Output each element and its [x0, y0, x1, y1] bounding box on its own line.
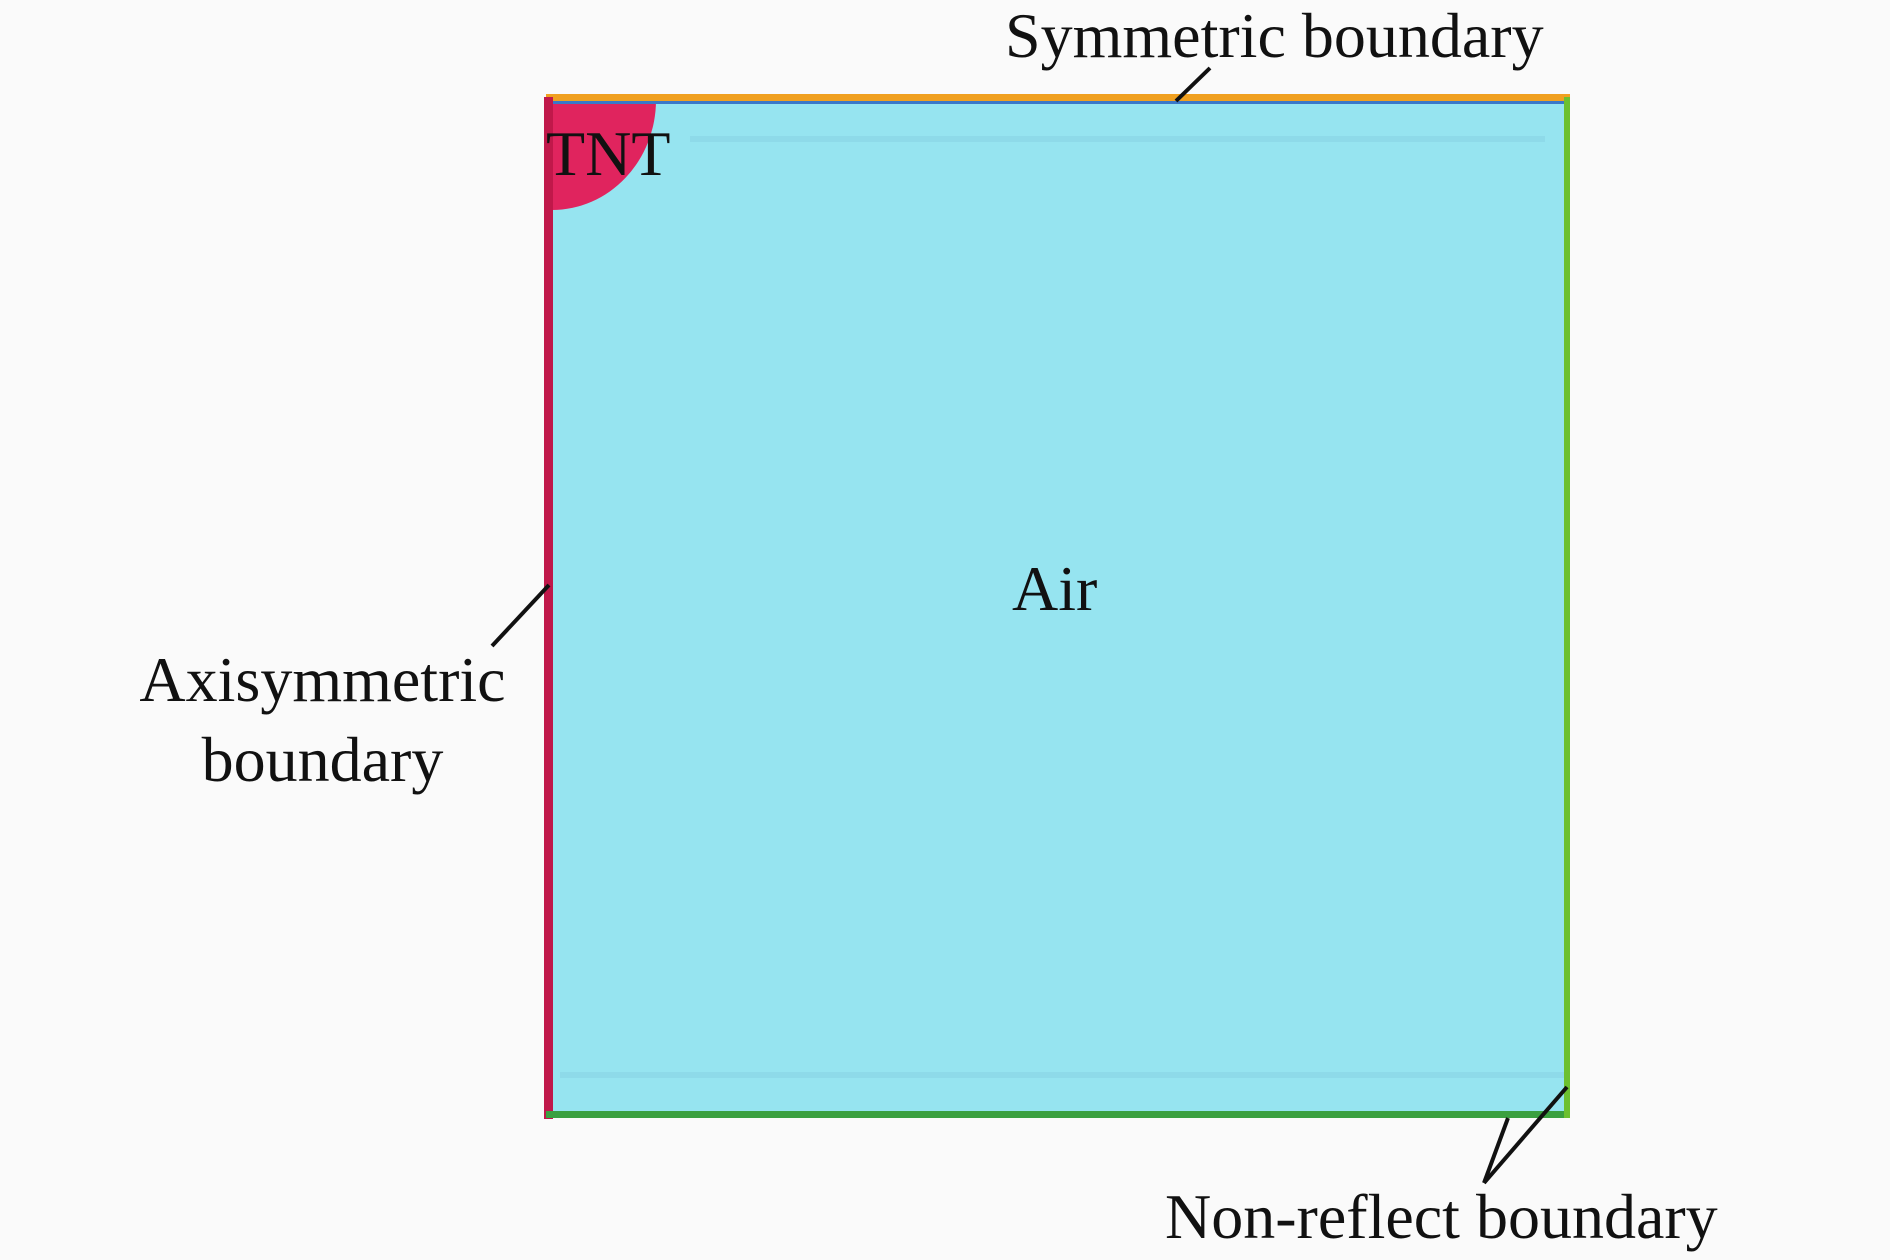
non-reflect-right-edge — [1564, 97, 1570, 1118]
tnt-label: TNT — [546, 118, 671, 189]
non-reflect-boundary-label: Non-reflect boundary — [1165, 1181, 1718, 1252]
axisymmetric-label-line1: Axisymmetric — [139, 644, 506, 715]
axisymmetric-boundary-label: Axisymmetric boundary — [120, 640, 525, 800]
axisymmetric-boundary-edge — [544, 97, 553, 1119]
air-label: Air — [1012, 553, 1098, 624]
symmetric-boundary-label: Symmetric boundary — [1005, 0, 1544, 71]
symmetric-leader-line — [1174, 66, 1212, 103]
mesh-band-bottom — [560, 1072, 1565, 1078]
mesh-band-top — [690, 136, 1545, 142]
non-reflect-leader-line-1 — [1482, 1085, 1569, 1185]
tnt-charge — [552, 100, 656, 210]
top-inner-edge — [546, 101, 1570, 104]
non-reflect-bottom-edge — [546, 1111, 1570, 1118]
symmetric-boundary-edge — [546, 94, 1570, 101]
axisymmetric-label-line2: boundary — [201, 724, 444, 795]
air-domain — [546, 97, 1570, 1117]
axisymmetric-leader-line — [490, 583, 551, 648]
non-reflect-leader-line-2 — [1482, 1117, 1510, 1184]
